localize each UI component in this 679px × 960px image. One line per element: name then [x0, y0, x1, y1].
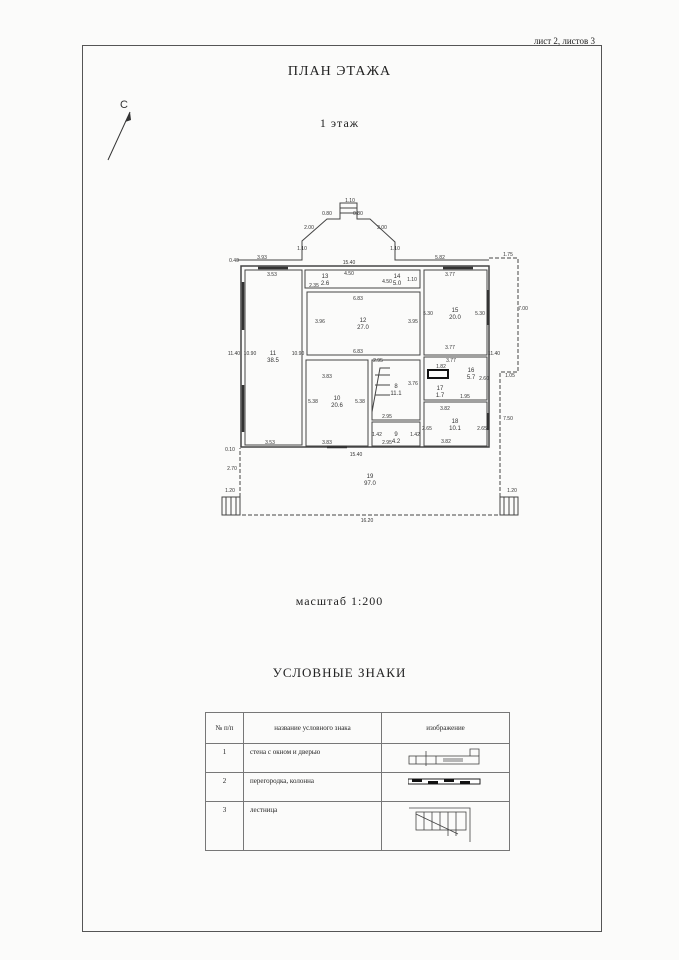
dimension-label: 2.95 — [382, 440, 392, 446]
legend-row: 3 лестница — [205, 801, 510, 851]
dimension-label: 2.65 — [422, 426, 432, 432]
scale-label: масштаб 1:200 — [295, 594, 384, 608]
dimension-label: 1.95 — [460, 394, 470, 400]
dimension-label: 0.80 — [322, 211, 332, 217]
dimension-label: 10.90 — [244, 351, 257, 357]
dimension-label: 3.77 — [445, 345, 455, 351]
dimension-label: 11.40 — [488, 351, 500, 357]
legend-row: 1 стена с окном и дверью — [205, 743, 510, 773]
dimension-label: 3.77 — [446, 358, 456, 364]
dimension-label: 3.76 — [408, 381, 418, 387]
dimension-label: 3.95 — [408, 319, 418, 325]
dimension-label: 5.38 — [308, 399, 318, 405]
header-number: № п/п — [205, 712, 244, 744]
dimension-label: 1.05 — [505, 373, 515, 379]
sheet-number: лист 2, листов 3 — [533, 36, 595, 46]
legend-title: УСЛОВНЫЕ ЗНАКИ — [272, 665, 407, 680]
dimension-label: 1.42 — [372, 432, 382, 438]
dimension-label: 2.00 — [304, 225, 314, 231]
dimension-label: 10.90 — [292, 351, 305, 357]
dimension-label: 0.40 — [229, 258, 239, 264]
dimension-label: 15.40 — [343, 260, 356, 266]
dimension-label: 1.10 — [390, 246, 400, 252]
dimension-label: 3.82 — [440, 406, 450, 412]
dimension-label: 1.82 — [436, 364, 446, 370]
dimension-label: 5.30 — [475, 311, 485, 317]
dimension-label: 3.93 — [257, 255, 267, 261]
partition-symbol-icon — [381, 772, 510, 802]
dimension-label: 2.00 — [377, 225, 387, 231]
row-name: перегородка, колонна — [243, 772, 382, 802]
dimension-label: 3.82 — [441, 439, 451, 445]
dimension-label: 11.40 — [228, 351, 240, 357]
dimension-label: 3.53 — [267, 272, 277, 278]
legend-row: 2 перегородка, колонна — [205, 772, 510, 802]
dimension-label: 1.10 — [407, 277, 417, 283]
dimension-label: 2.95 — [373, 358, 383, 364]
dimension-label: 0.10 — [225, 447, 235, 453]
header-name: название условного знака — [243, 712, 382, 744]
dimension-label: 3.53 — [265, 440, 275, 446]
dimension-label: 2.65 — [477, 426, 487, 432]
row-name: стена с окном и дверью — [243, 743, 382, 773]
page-frame — [82, 45, 602, 932]
page-title: ПЛАН ЭТАЖА — [287, 64, 392, 79]
dimension-label: 4.50 — [382, 279, 392, 285]
dimension-label: 2.70 — [227, 466, 237, 472]
dimension-label: 1.20 — [507, 488, 517, 494]
dimension-label: 1.20 — [225, 488, 235, 494]
floor-label: 1 этаж — [319, 116, 360, 130]
dimension-label: 7.50 — [503, 416, 513, 422]
wall-symbol-icon — [381, 743, 510, 773]
stair-symbol-icon — [381, 801, 510, 851]
dimension-label: 0.80 — [353, 211, 363, 217]
dimension-label: 1.42 — [410, 432, 420, 438]
dimension-label: 5.82 — [435, 255, 445, 261]
dimension-label: 5.38 — [355, 399, 365, 405]
dimension-label: 3.77 — [445, 272, 455, 278]
header-image: изображение — [381, 712, 510, 744]
dimension-label: 1.10 — [345, 198, 355, 204]
row-number: 2 — [205, 772, 244, 802]
dimension-label: 16.20 — [361, 518, 374, 524]
svg-text:С: С — [120, 99, 128, 111]
legend-header-row: № п/п название условного знака изображен… — [205, 712, 510, 744]
legend-table: № п/п название условного знака изображен… — [205, 712, 510, 851]
dimension-label: 3.96 — [315, 319, 325, 325]
dimension-label: 1.75 — [503, 252, 513, 258]
dimension-label: 5.30 — [423, 311, 433, 317]
dimension-label: 3.83 — [322, 440, 332, 446]
row-number: 3 — [205, 801, 244, 851]
dimension-label: 3.83 — [322, 374, 332, 380]
dimension-label: 2.60 — [479, 376, 489, 382]
dimension-label: 2.35 — [309, 283, 319, 289]
row-number: 1 — [205, 743, 244, 773]
north-arrow-icon: С — [107, 99, 131, 161]
dimension-label: 4.50 — [344, 271, 354, 277]
dimension-label: 15.40 — [350, 452, 363, 458]
dimension-label: 1.10 — [297, 246, 307, 252]
dimension-label: 2.95 — [382, 414, 392, 420]
row-name: лестница — [243, 801, 382, 851]
dimension-label: 7.00 — [518, 306, 528, 312]
dimension-label: 6.83 — [353, 296, 363, 302]
dimension-label: 6.83 — [353, 349, 363, 355]
